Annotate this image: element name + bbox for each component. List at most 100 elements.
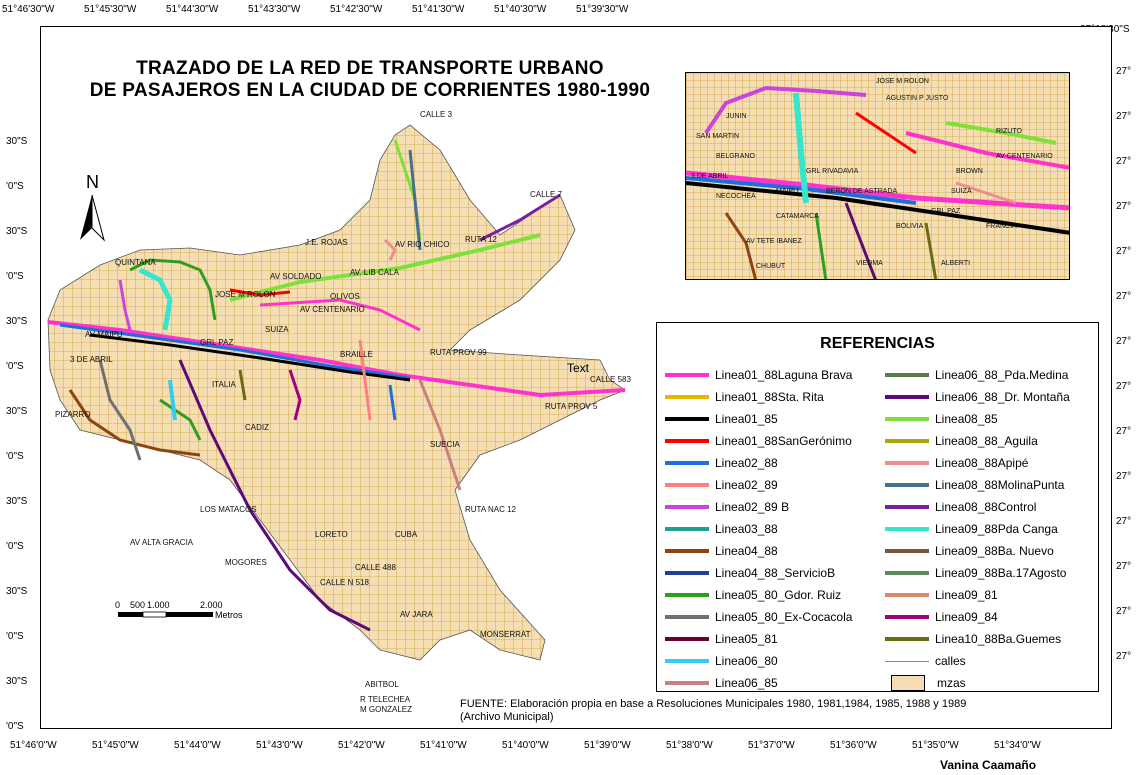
bottom-coordinate: 51°40'0"W xyxy=(502,740,549,751)
north-label: N xyxy=(86,172,99,192)
legend-entry: Linea03_88 xyxy=(665,519,778,539)
left-coordinate: '0"S xyxy=(6,361,24,372)
inset-street-label: JUNIN xyxy=(726,113,747,120)
right-coordinate: 27° xyxy=(1116,111,1132,122)
bottom-coordinate: 51°36'0"W xyxy=(830,740,877,751)
scale-tick-label: 2.000 xyxy=(200,600,223,610)
north-arrow-icon xyxy=(80,194,105,242)
legend-label: Linea09_88Pda Canga xyxy=(935,522,1058,536)
legend-label: Linea02_88 xyxy=(715,456,778,470)
inset-street-label: SUIZA xyxy=(951,188,972,195)
legend-swatch xyxy=(885,527,929,531)
street-label: QUINTANA xyxy=(115,258,156,267)
inset-street-label: FRANCIA xyxy=(986,223,1017,230)
street-label: AV ALTA GRACIA xyxy=(130,538,194,547)
legend-label: Linea09_84 xyxy=(935,610,998,624)
right-coordinate: 27° xyxy=(1116,201,1132,212)
street-label: CALLE N 518 xyxy=(320,578,369,587)
street-label: AV RIO CHICO xyxy=(395,240,450,249)
inset-street-label: ALBERTI xyxy=(941,260,971,267)
legend-label: Linea01_88Sta. Rita xyxy=(715,390,824,404)
bottom-coordinate: 51°46'0"W xyxy=(10,740,57,751)
inset-street-label: SAN MARTIN xyxy=(696,133,740,140)
left-coordinate: 30"S xyxy=(6,586,28,597)
legend-entry: Linea05_81 xyxy=(665,629,778,649)
street-label: SUIZA xyxy=(265,325,289,334)
legend-swatch xyxy=(885,593,929,597)
right-coordinate: 27° xyxy=(1116,66,1132,77)
inset-street-label: CHUBUT xyxy=(756,263,786,270)
legend-label: mzas xyxy=(937,676,966,690)
inset-street-label: VIEDMA xyxy=(856,260,883,267)
left-coordinate: '0"S xyxy=(6,631,24,642)
legend-entry: Linea06_80 xyxy=(665,651,778,671)
street-label: AV SOLDADO xyxy=(270,272,322,281)
legend-label: Linea08_88MolinaPunta xyxy=(935,478,1065,492)
legend-swatch xyxy=(665,615,709,619)
scale-unit-label: Metros xyxy=(215,610,243,620)
right-coordinate: 27° xyxy=(1116,336,1132,347)
legend-entry: Linea02_88 xyxy=(665,453,778,473)
legend-swatch xyxy=(665,659,709,663)
legend-swatch xyxy=(665,373,709,377)
street-label: 3 DE ABRIL xyxy=(70,355,113,364)
left-coordinate: 30"S xyxy=(6,496,28,507)
bottom-coordinate: 51°34'0"W xyxy=(994,740,1041,751)
legend-label: Linea08_85 xyxy=(935,412,998,426)
right-coordinate: 27° xyxy=(1116,516,1132,527)
right-coordinate: 27° xyxy=(1116,381,1132,392)
legend-entry: Linea08_85 xyxy=(885,409,998,429)
legend-entry: mzas xyxy=(885,673,966,693)
legend-entry: Linea08_88_Aguila xyxy=(885,431,1038,451)
legend-entry: Linea09_88Pda Canga xyxy=(885,519,1058,539)
legend-label: Linea01_88Laguna Brava xyxy=(715,368,853,382)
legend-swatch xyxy=(665,417,709,421)
left-coordinate: 30"S xyxy=(6,676,28,687)
legend-swatch xyxy=(665,395,709,399)
street-label: AV MAIPU xyxy=(85,330,123,339)
top-coordinate: 51°41'30"W xyxy=(412,4,465,15)
street-label: MONSERRAT xyxy=(480,630,531,639)
legend-entry: Linea06_85 xyxy=(665,673,778,693)
legend-entry: Linea02_89 B xyxy=(665,497,789,517)
legend-entry: Linea01_88Sta. Rita xyxy=(665,387,824,407)
legend-entry: Linea08_88Apipé xyxy=(885,453,1028,473)
map-title: TRAZADO DE LA RED DE TRANSPORTE URBANO D… xyxy=(60,58,680,102)
street-label: RUTA PROV 99 xyxy=(430,348,487,357)
legend-swatch xyxy=(885,461,929,465)
legend-swatch xyxy=(885,549,929,553)
inset-street-label: BOLIVIA xyxy=(896,223,924,230)
legend-label: Linea05_81 xyxy=(715,632,778,646)
inset-street-label: NECOCHEA xyxy=(716,193,756,200)
legend-swatch xyxy=(665,681,709,685)
left-coordinate: '0"S xyxy=(6,721,24,732)
street-label: JOSE M ROLON xyxy=(215,290,276,299)
bottom-coordinate: 51°37'0"W xyxy=(748,740,795,751)
street-label: CALLE 583 xyxy=(590,375,631,384)
source-line-2: (Archivo Municipal) xyxy=(460,711,554,723)
bottom-coordinate: 51°44'0"W xyxy=(174,740,221,751)
title-line-1: TRAZADO DE LA RED DE TRANSPORTE URBANO xyxy=(136,58,604,79)
street-label: RUTA 12 xyxy=(465,235,497,244)
legend-label: Linea05_80_Ex-Cocacola xyxy=(715,610,853,624)
legend-label: calles xyxy=(935,654,966,668)
inset-street-label: BERON DE ASTRADA xyxy=(826,188,898,195)
street-label: ABITBOL xyxy=(365,680,399,689)
legend-entry: Linea05_80_Ex-Cocacola xyxy=(665,607,852,627)
legend-label: Linea08_88Control xyxy=(935,500,1037,514)
legend-entry: Linea05_80_Gdor. Ruiz xyxy=(665,585,841,605)
right-coordinate: 27° xyxy=(1116,651,1132,662)
legend-label: Linea06_85 xyxy=(715,676,778,690)
legend-label: Linea02_89 B xyxy=(715,500,790,514)
inset-street-label: GRL RIVADAVIA xyxy=(806,168,859,175)
legend-entry: calles xyxy=(885,651,966,671)
legend-swatch xyxy=(665,637,709,641)
street-label: CALLE 488 xyxy=(355,563,396,572)
inset-street-label: GRL PAZ xyxy=(931,208,961,215)
scale-tick-label: 1.000 xyxy=(147,600,170,610)
inset-street-label: JOSE M ROLON xyxy=(876,78,929,85)
inset-street-label: BROWN xyxy=(956,168,983,175)
right-coordinate: 27° xyxy=(1116,471,1132,482)
legend-entry: Linea04_88 xyxy=(665,541,778,561)
